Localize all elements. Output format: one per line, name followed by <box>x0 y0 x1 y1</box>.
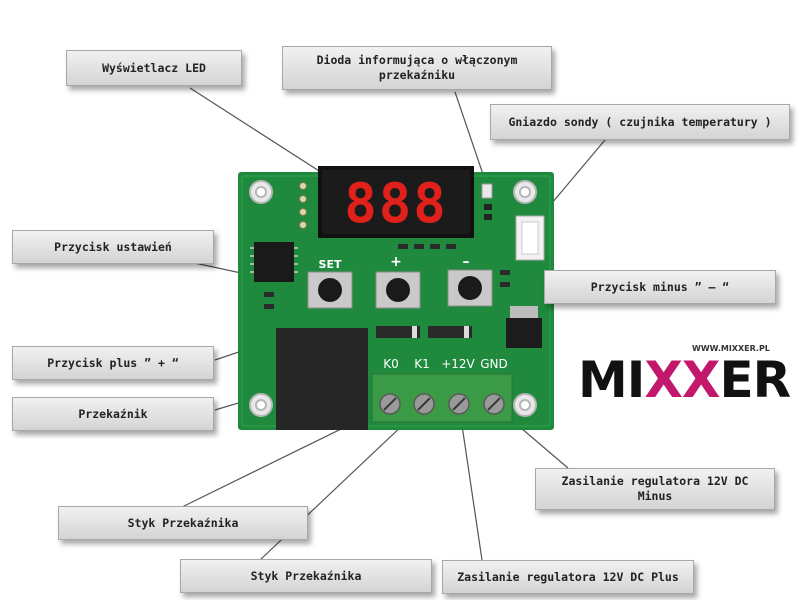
smd-components <box>264 244 510 309</box>
led-display: 888 <box>318 166 474 238</box>
probe-socket <box>515 215 545 261</box>
led-display-digits: 888 <box>344 172 448 235</box>
screw-terminal-block <box>371 373 513 423</box>
leader-led <box>189 87 331 179</box>
terminal-label-12v: +12V <box>441 357 475 371</box>
relay-status-diode <box>481 183 493 199</box>
terminal-label-k1: K1 <box>414 357 430 371</box>
set-silkscreen-label: SET <box>319 258 342 271</box>
mixxer-logo: WWW.MIXXER.PL MIXXER <box>578 344 791 412</box>
callout-relay: Przekaźnik <box>12 397 214 431</box>
plus-button <box>375 271 421 309</box>
callout-led-display: Wyświetlacz LED <box>66 50 242 86</box>
brand-wordmark: MIXXER <box>578 351 791 409</box>
plus-silkscreen-label: + <box>390 254 402 270</box>
ic-chip <box>250 242 298 282</box>
diodes <box>376 326 472 338</box>
callout-set-button: Przycisk ustawień <box>12 230 214 264</box>
callout-relay-diode: Dioda informująca o włączonym przekaźnik… <box>282 46 552 90</box>
set-button <box>307 271 353 309</box>
callout-power-plus: Zasilanie regulatora 12V DC Plus <box>442 560 694 594</box>
brand-word-mid: XX <box>644 351 720 409</box>
callout-plus-button: Przycisk plus ” + “ <box>12 346 214 380</box>
leader-power-plus <box>458 404 483 561</box>
pcb-board: 888 SET + <box>238 166 554 430</box>
minus-silkscreen-label: – <box>463 254 470 270</box>
leader-diode <box>454 91 488 187</box>
mounting-holes <box>249 180 537 417</box>
header-pins <box>299 182 307 229</box>
minus-button <box>447 269 493 307</box>
callout-minus-button: Przycisk minus ” – “ <box>544 270 776 304</box>
callout-power-minus: Zasilanie regulatora 12V DC Minus <box>535 468 775 510</box>
brand-url: WWW.MIXXER.PL <box>692 344 770 353</box>
callout-probe-socket: Gniazdo sondy ( czujnika temperatury ) <box>490 104 790 140</box>
terminal-label-k0: K0 <box>383 357 399 371</box>
voltage-regulator <box>506 306 542 348</box>
callout-relay-contact-1: Styk Przekaźnika <box>58 506 308 540</box>
brand-word-left: MI <box>578 351 645 409</box>
callout-relay-contact-2: Styk Przekaźnika <box>180 559 432 593</box>
relay-block <box>276 328 368 430</box>
brand-word-right: ER <box>719 351 791 409</box>
terminal-label-gnd: GND <box>480 357 508 371</box>
